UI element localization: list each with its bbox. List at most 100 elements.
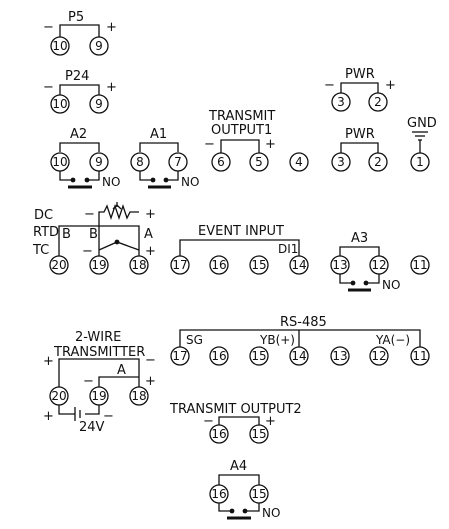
two-wire-plus-left: + xyxy=(43,354,54,369)
pwr-top-group: PWR − + 3 2 xyxy=(324,67,396,112)
svg-text:16: 16 xyxy=(211,349,226,363)
svg-text:1: 1 xyxy=(416,155,424,169)
a4-no-label: NO xyxy=(262,506,280,520)
rs485-yb-label: YB(+) xyxy=(259,333,295,347)
transmit2-plus: + xyxy=(265,414,276,429)
p5-minus: − xyxy=(43,20,54,35)
svg-text:16: 16 xyxy=(211,427,226,441)
svg-text:17: 17 xyxy=(172,258,187,272)
terminal-3: 3 xyxy=(331,152,351,172)
two-wire-minus-right: − xyxy=(145,353,156,368)
svg-text:15: 15 xyxy=(251,258,266,272)
svg-text:17: 17 xyxy=(172,349,187,363)
two-wire-a-label: A xyxy=(117,363,126,378)
pwr-top-title: PWR xyxy=(345,67,375,82)
transmit1-line1: TRANSMIT xyxy=(208,109,275,124)
svg-text:6: 6 xyxy=(217,155,225,169)
terminal-2: 2 xyxy=(368,152,388,172)
rs485-title: RS-485 xyxy=(280,315,327,330)
terminal-13: 13 xyxy=(330,346,350,366)
two-wire-transmitter-group: 2-WIRE TRANSMITTER + − A − + 20 19 18 + … xyxy=(43,330,156,435)
input-a-label: A xyxy=(144,227,153,242)
terminal-2: 2 xyxy=(368,92,388,112)
ground-icon xyxy=(412,131,428,153)
terminal-18: 18 xyxy=(129,255,149,275)
terminal-15: 15 xyxy=(249,424,269,444)
svg-text:10: 10 xyxy=(52,39,67,53)
svg-text:9: 9 xyxy=(95,39,103,53)
terminal-17: 17 xyxy=(170,255,190,275)
a4-title: A4 xyxy=(230,459,247,474)
rs485-sg-label: SG xyxy=(186,333,203,347)
svg-text:7: 7 xyxy=(174,155,182,169)
alarm-a3-group: A3 13 12 11 NO xyxy=(330,231,430,292)
two-wire-plus-18: + xyxy=(145,374,156,389)
terminal-18: 18 xyxy=(129,386,149,406)
terminal-13: 13 xyxy=(330,255,350,275)
event-input-title: EVENT INPUT xyxy=(198,224,284,239)
transmit-output1-group: TRANSMIT OUTPUT1 − + 6 5 xyxy=(204,109,276,172)
input-rtd-label: RTD xyxy=(33,225,59,240)
alarm-a1-group: A1 8 7 NO xyxy=(130,127,199,189)
terminal-17: 17 xyxy=(170,346,190,366)
terminal-4: 4 xyxy=(289,152,309,172)
battery-plus: + xyxy=(43,409,54,424)
transmit1-plus: + xyxy=(265,137,276,152)
svg-text:13: 13 xyxy=(332,258,347,272)
a2-title: A2 xyxy=(70,127,87,142)
p24-title: P24 xyxy=(65,69,89,84)
p5-plus: + xyxy=(106,20,117,35)
a1-title: A1 xyxy=(150,127,167,142)
svg-text:10: 10 xyxy=(52,97,67,111)
terminal-16: 16 xyxy=(209,424,229,444)
svg-text:15: 15 xyxy=(251,487,266,501)
input-plus-top: + xyxy=(145,207,156,222)
svg-text:20: 20 xyxy=(51,389,66,403)
input-dc-label: DC xyxy=(34,208,53,223)
terminal-7: 7 xyxy=(168,152,188,172)
svg-text:12: 12 xyxy=(371,258,386,272)
battery-minus: − xyxy=(103,409,114,424)
svg-text:2: 2 xyxy=(374,95,382,109)
input-minus: − xyxy=(84,207,95,222)
svg-text:16: 16 xyxy=(211,487,226,501)
a3-title: A3 xyxy=(351,231,368,246)
terminal-14: 14 xyxy=(289,255,309,275)
terminal-15: 15 xyxy=(249,484,269,504)
svg-text:14: 14 xyxy=(291,258,306,272)
input-plus-tc: + xyxy=(145,244,156,259)
p24-group: P24 − + 10 9 xyxy=(43,69,117,114)
terminal-16: 16 xyxy=(209,346,229,366)
svg-text:12: 12 xyxy=(371,349,386,363)
two-wire-line1: 2-WIRE xyxy=(75,330,121,345)
battery-voltage: 24V xyxy=(79,420,105,435)
svg-text:16: 16 xyxy=(211,258,226,272)
terminal-19: 19 xyxy=(89,255,109,275)
terminal-11: 11 xyxy=(410,255,430,275)
terminal-1: 1 xyxy=(410,152,430,172)
alarm-a2-group: A2 10 9 NO xyxy=(50,127,120,189)
svg-text:10: 10 xyxy=(52,155,67,169)
svg-text:14: 14 xyxy=(291,349,306,363)
svg-text:3: 3 xyxy=(337,155,345,169)
sensor-input-group: DC RTD TC B B A − + − + 20 19 18 xyxy=(32,202,156,275)
terminal-12: 12 xyxy=(369,255,389,275)
terminal-16: 16 xyxy=(209,484,229,504)
terminal-10: 10 xyxy=(50,36,70,56)
terminal-9: 9 xyxy=(89,36,109,56)
svg-text:11: 11 xyxy=(412,349,427,363)
terminal-20: 20 xyxy=(49,255,69,275)
svg-text:9: 9 xyxy=(95,155,103,169)
svg-text:9: 9 xyxy=(95,97,103,111)
gnd-group: GND 1 xyxy=(407,116,437,172)
battery-icon xyxy=(74,407,81,421)
svg-text:11: 11 xyxy=(412,258,427,272)
rs485-group: RS-485 SG YB(+) YA(−) 17 16 15 14 13 12 … xyxy=(170,315,430,366)
terminal-9: 9 xyxy=(89,94,109,114)
terminal-10: 10 xyxy=(50,94,70,114)
transmit-output2-group: TRANSMIT OUTPUT2 − + 16 15 xyxy=(169,402,302,444)
a3-no-label: NO xyxy=(382,278,400,292)
input-tc-label: TC xyxy=(32,243,49,258)
svg-text:4: 4 xyxy=(295,155,303,169)
